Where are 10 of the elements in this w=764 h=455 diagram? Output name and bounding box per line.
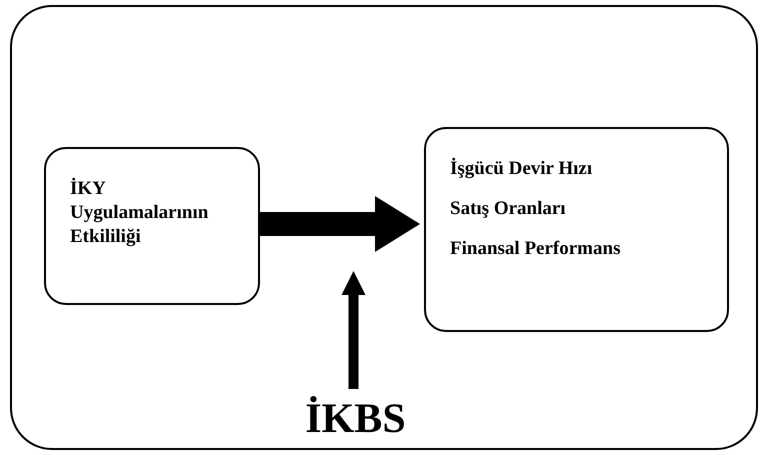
box-text: İşgücü Devir Hızı [450, 157, 594, 181]
moderator-label: İKBS [304, 393, 407, 445]
box-text: İKY Uygulamalarının Etkililiği [70, 177, 210, 249]
rounded-box [424, 127, 729, 332]
rounded-box [44, 147, 260, 305]
box-text: Finansal Performans [450, 237, 622, 261]
arrow [342, 271, 366, 389]
box-text: Satış Oranları [450, 197, 567, 221]
outer-frame [10, 5, 758, 450]
arrow [260, 196, 420, 252]
